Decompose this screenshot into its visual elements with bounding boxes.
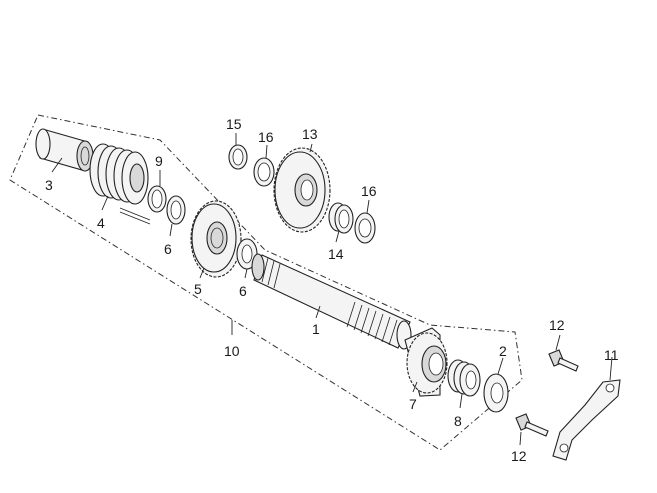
callout-11: 11 — [604, 347, 619, 363]
callouts: 3 4 9 6 5 6 15 16 13 14 16 1 10 7 8 2 12… — [45, 116, 619, 464]
part-thrust-washer-upper[interactable] — [253, 157, 275, 187]
part-needle-bearing[interactable] — [328, 202, 354, 234]
part-ratchet-spring[interactable] — [447, 359, 481, 397]
callout-10: 10 — [224, 343, 240, 359]
callout-13: 13 — [302, 126, 318, 142]
part-guide-plate[interactable] — [552, 379, 621, 461]
callout-16-upper: 16 — [258, 129, 274, 145]
part-bolt-upper[interactable] — [548, 349, 579, 372]
part-gear-13[interactable] — [273, 147, 331, 233]
callout-12-lower: 12 — [511, 448, 527, 464]
callout-5: 5 — [194, 281, 202, 297]
part-shaft[interactable] — [251, 253, 412, 350]
part-washer-left[interactable] — [166, 195, 186, 225]
part-gear-5[interactable] — [190, 200, 242, 278]
part-spring[interactable] — [89, 143, 151, 225]
part-bushing[interactable] — [35, 128, 94, 172]
callout-15: 15 — [226, 116, 242, 132]
part-bolt-lower[interactable] — [515, 413, 549, 437]
callout-1: 1 — [312, 321, 320, 337]
callout-9: 9 — [155, 153, 163, 169]
callout-12-upper: 12 — [549, 317, 565, 333]
leader-lines — [51, 133, 613, 446]
callout-2: 2 — [499, 343, 507, 359]
callout-16-right: 16 — [361, 183, 377, 199]
callout-3: 3 — [45, 177, 53, 193]
callout-8: 8 — [454, 413, 462, 429]
assembly-boundary — [9, 114, 523, 451]
part-circlip[interactable] — [147, 185, 167, 213]
callout-7: 7 — [409, 396, 417, 412]
part-circlip-upper[interactable] — [228, 144, 248, 170]
callout-14: 14 — [328, 246, 344, 262]
callout-6-left: 6 — [164, 241, 172, 257]
part-thrust-washer-right[interactable] — [354, 212, 376, 244]
callout-4: 4 — [97, 215, 105, 231]
callout-6-right: 6 — [239, 283, 247, 299]
part-washer-2[interactable] — [483, 373, 509, 413]
part-ratchet[interactable] — [404, 327, 448, 397]
